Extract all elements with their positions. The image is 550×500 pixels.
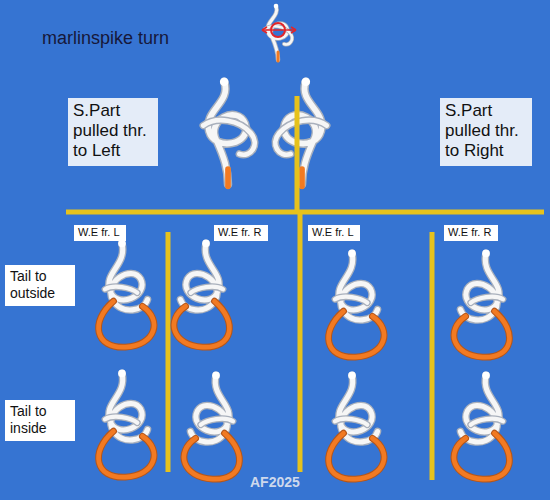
node-text: Tail to outside bbox=[10, 268, 68, 301]
node-text: S.Part pulled thr. to Left bbox=[73, 101, 151, 161]
row-tag: Tail to outside bbox=[5, 265, 75, 306]
figure-title: marlinspike turn bbox=[42, 28, 169, 49]
caption-box: S.Part pulled thr. to Left bbox=[68, 98, 158, 166]
node-text: W.E fr. L bbox=[78, 226, 122, 239]
node-text: W.E fr. R bbox=[218, 226, 264, 239]
node-text: W.E fr. R bbox=[448, 226, 494, 239]
caption-box: S.Part pulled thr. to Right bbox=[440, 98, 532, 166]
column-tag: W.E fr. R bbox=[214, 225, 268, 241]
node-text: Tail to inside bbox=[10, 403, 68, 436]
column-tag: W.E fr. R bbox=[444, 225, 498, 241]
column-tag: W.E fr. L bbox=[74, 225, 126, 241]
watermark: AF2025 bbox=[250, 474, 300, 490]
column-tag: W.E fr. L bbox=[308, 225, 360, 241]
node-text: S.Part pulled thr. to Right bbox=[445, 101, 525, 161]
node-text: W.E fr. L bbox=[312, 226, 356, 239]
row-tag: Tail to inside bbox=[5, 400, 75, 441]
